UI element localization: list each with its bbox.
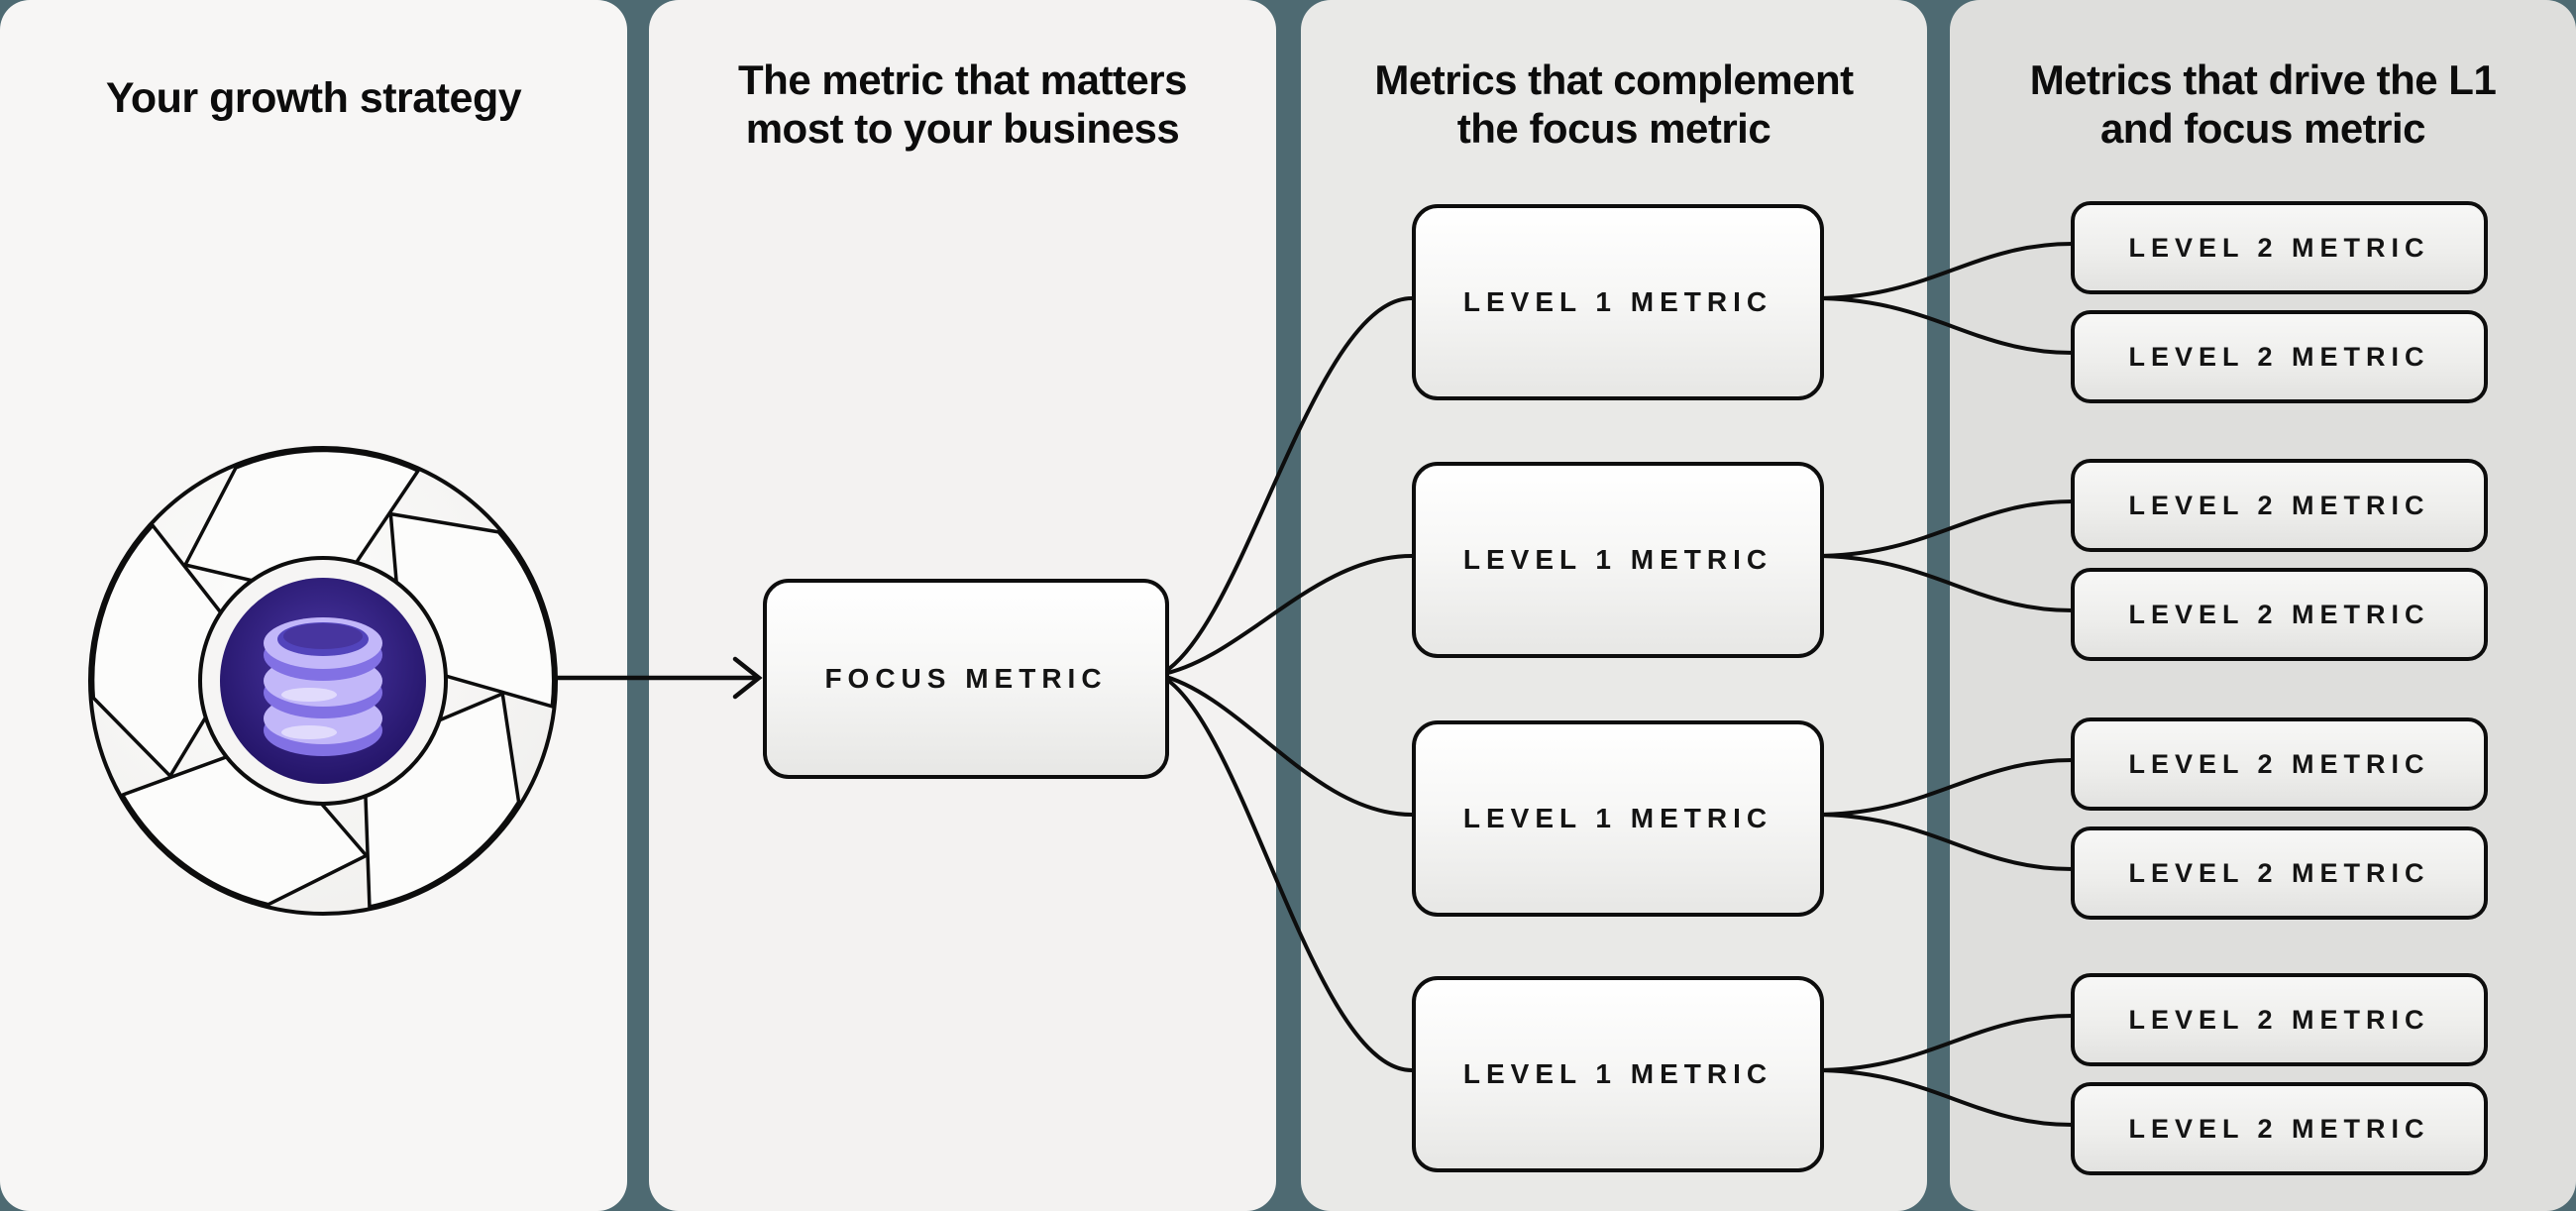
panel-title-line: and focus metric <box>2099 105 2426 152</box>
connector-l1-4-to-l2-b <box>1813 1068 2074 1127</box>
panel-focus-metric: The metric that matters most to your bus… <box>649 0 1276 1211</box>
panel-title-line: most to your business <box>745 105 1180 152</box>
level2-metric-box: LEVEL 2 METRIC <box>2071 201 2488 294</box>
level2-metric-box: LEVEL 2 METRIC <box>2071 1082 2488 1175</box>
panel-title: The metric that matters most to your bus… <box>649 55 1276 153</box>
panel-title-line: The metric that matters <box>738 56 1187 103</box>
level2-metric-box: LEVEL 2 METRIC <box>2071 973 2488 1066</box>
panel-title-line: Metrics that complement <box>1374 56 1854 103</box>
panel-title: Metrics that complement the focus metric <box>1301 55 1927 153</box>
level2-metric-label: LEVEL 2 METRIC <box>2128 1113 2430 1144</box>
connector-focus-to-l1-3 <box>1158 673 1413 817</box>
connector-l1-3-to-l2-a <box>1813 758 2074 817</box>
panel-title-line: Your growth strategy <box>105 74 522 122</box>
level2-metric-box: LEVEL 2 METRIC <box>2071 826 2488 920</box>
level2-metric-label: LEVEL 2 METRIC <box>2128 341 2430 372</box>
focus-metric-label: FOCUS METRIC <box>824 663 1108 694</box>
level2-metric-box: LEVEL 2 METRIC <box>2071 568 2488 661</box>
level1-metric-label: LEVEL 1 METRIC <box>1462 803 1773 833</box>
arrow-right-icon <box>553 656 763 700</box>
connector-l1-2-to-l2-a <box>1813 499 2074 558</box>
level2-metric-box: LEVEL 2 METRIC <box>2071 459 2488 552</box>
level2-metric-label: LEVEL 2 METRIC <box>2128 857 2430 888</box>
connector-l1-2-to-l2-b <box>1813 554 2074 612</box>
level2-metric-label: LEVEL 2 METRIC <box>2128 1004 2430 1035</box>
panel-title-line: Metrics that drive the L1 <box>2029 56 2497 103</box>
level1-metric-box: LEVEL 1 METRIC <box>1412 462 1824 658</box>
level2-metric-label: LEVEL 2 METRIC <box>2128 748 2430 779</box>
flywheel-icon <box>88 446 558 916</box>
panel-title: Your growth strategy <box>0 73 627 123</box>
connector-focus-to-l1-4 <box>1158 673 1413 1072</box>
panel-title-line: the focus metric <box>1456 105 1771 152</box>
level1-metric-label: LEVEL 1 METRIC <box>1462 544 1773 575</box>
level2-metric-box: LEVEL 2 METRIC <box>2071 310 2488 403</box>
panel-title: Metrics that drive the L1 and focus metr… <box>1950 55 2576 153</box>
level1-metric-label: LEVEL 1 METRIC <box>1462 286 1773 317</box>
level1-metric-label: LEVEL 1 METRIC <box>1462 1058 1773 1089</box>
connector-l1-1-to-l2-b <box>1813 296 2074 355</box>
focus-metric-box: FOCUS METRIC <box>763 579 1169 779</box>
connector-l1-4-to-l2-a <box>1813 1014 2074 1072</box>
database-icon <box>264 617 382 756</box>
level2-metric-label: LEVEL 2 METRIC <box>2128 599 2430 629</box>
level2-metric-label: LEVEL 2 METRIC <box>2128 490 2430 520</box>
connector-focus-to-l1-1 <box>1158 296 1413 677</box>
level1-metric-box: LEVEL 1 METRIC <box>1412 720 1824 917</box>
level2-metric-box: LEVEL 2 METRIC <box>2071 717 2488 811</box>
level1-metric-box: LEVEL 1 METRIC <box>1412 976 1824 1172</box>
connector-l1-1-to-l2-a <box>1813 242 2074 300</box>
level2-metric-label: LEVEL 2 METRIC <box>2128 232 2430 263</box>
level1-metric-box: LEVEL 1 METRIC <box>1412 204 1824 400</box>
connector-focus-to-l1-2 <box>1158 554 1413 677</box>
connector-l1-3-to-l2-b <box>1813 813 2074 871</box>
